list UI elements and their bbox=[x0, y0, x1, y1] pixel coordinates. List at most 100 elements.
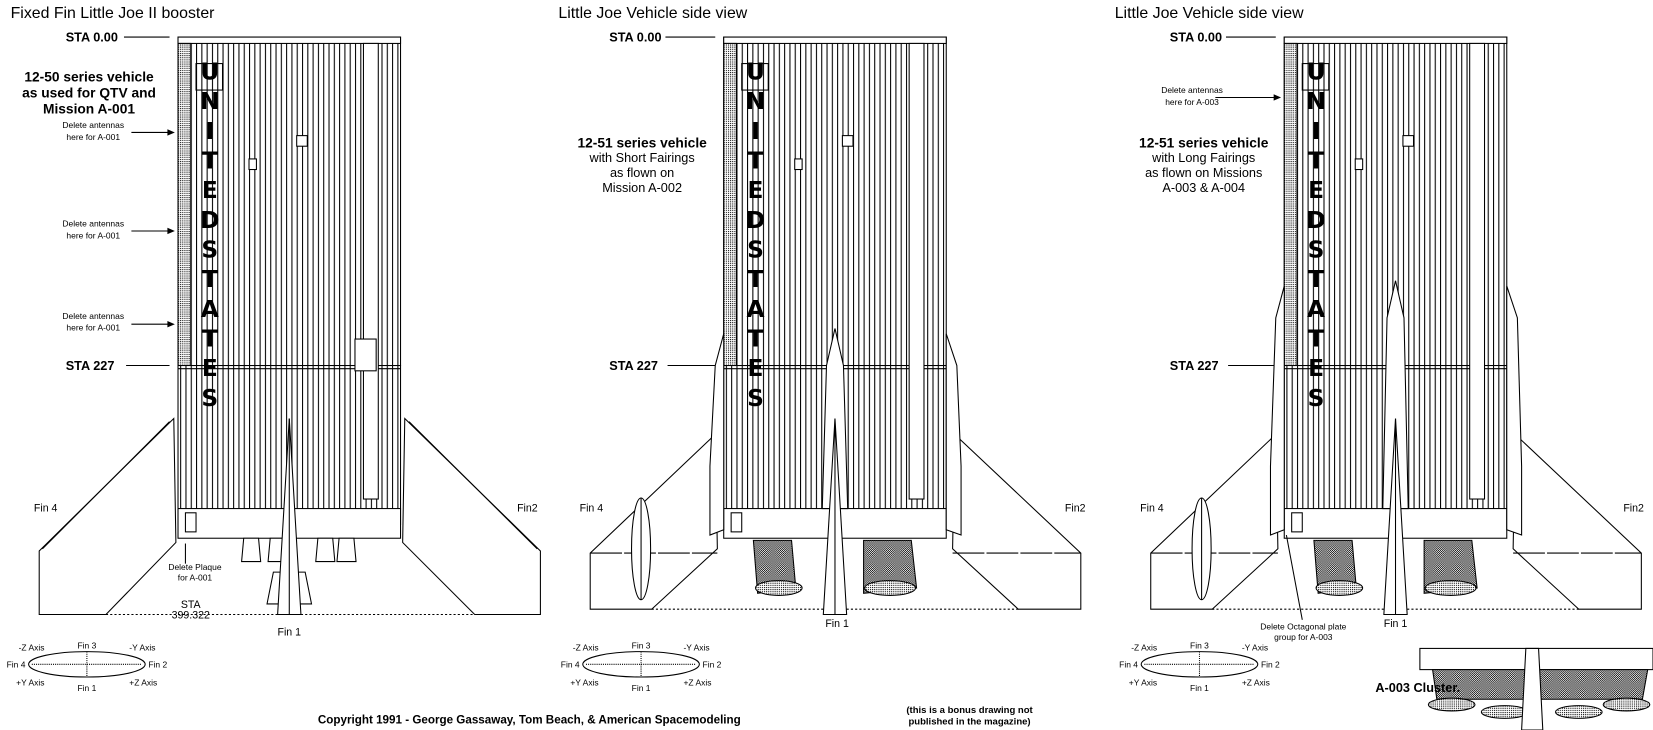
body-lettering-letter: E bbox=[748, 177, 764, 204]
nozzle-exit bbox=[1315, 580, 1364, 596]
antenna-arrowhead bbox=[167, 129, 175, 136]
fin-2 bbox=[402, 417, 541, 616]
antenna-arrowhead bbox=[167, 227, 175, 235]
body-lettering-letter: U bbox=[1307, 58, 1326, 85]
body-lettering-letter: N bbox=[1306, 88, 1326, 115]
nozzle-exit bbox=[754, 580, 803, 596]
body-lettering-letter: S bbox=[201, 385, 218, 412]
fin-4-label: Fin 4 bbox=[1140, 503, 1164, 515]
sta-bottom-label: STA bbox=[181, 599, 202, 611]
axis-label: Fin 2 bbox=[148, 659, 167, 669]
sta-227-label: STA 227 bbox=[66, 358, 115, 373]
fin-4 bbox=[589, 433, 718, 610]
axis-label: -Y Axis bbox=[1242, 643, 1268, 653]
sta-top-label: STA 0.00 bbox=[66, 29, 118, 44]
body-lettering-letter: I bbox=[205, 118, 214, 145]
access-plate bbox=[1354, 158, 1364, 171]
body-lettering-letter: E bbox=[748, 355, 764, 382]
sta-227-label: STA 227 bbox=[609, 358, 658, 373]
plaque-note: for A-001 bbox=[178, 573, 213, 583]
antenna-note: Delete antennas bbox=[62, 120, 124, 130]
plaque-note: Delete Plaque bbox=[168, 562, 221, 572]
body-lettering-letter: E bbox=[1308, 355, 1324, 382]
panel-3-labels: Little Joe Vehicle side view STA 0.00 ST… bbox=[1115, 5, 1644, 695]
lettering-box bbox=[1301, 63, 1330, 91]
body-lettering-letter: E bbox=[202, 177, 218, 204]
fin-2-label: Fin2 bbox=[1065, 503, 1086, 515]
series-desc-2: Mission A-001 bbox=[43, 101, 135, 116]
axis-label: +Y Axis bbox=[1129, 678, 1157, 688]
body-lettering-letter: T bbox=[1308, 266, 1324, 293]
body-lettering-letter: E bbox=[1308, 177, 1324, 204]
antenna-note: here for A-001 bbox=[66, 323, 120, 333]
panel-1-labels: Fixed Fin Little Joe II booster STA 0.00… bbox=[11, 5, 538, 639]
cable-raceway bbox=[362, 42, 379, 500]
body-lettering-letter: D bbox=[1306, 207, 1325, 234]
body-lettering-letter: A bbox=[1307, 296, 1325, 323]
body-lettering-letter: T bbox=[1308, 147, 1324, 174]
lettering-box bbox=[741, 63, 769, 91]
fin-2 bbox=[952, 433, 1082, 610]
body-lettering-letter: T bbox=[1308, 325, 1324, 352]
antenna-note: here for A-003 bbox=[1165, 97, 1219, 107]
body-lettering-letter: T bbox=[748, 266, 764, 293]
axis-label: +Z Axis bbox=[129, 678, 157, 688]
body-lettering-letter: S bbox=[1308, 385, 1325, 412]
panel-title: Fixed Fin Little Joe II booster bbox=[11, 5, 216, 22]
body-lettering-letter: T bbox=[202, 266, 218, 293]
series-desc-2: as flown on bbox=[610, 165, 674, 180]
sta-top-label: STA 0.00 bbox=[1170, 29, 1222, 44]
fin-4 bbox=[38, 417, 177, 616]
top-ring bbox=[177, 36, 402, 44]
panel-title: Little Joe Vehicle side view bbox=[558, 5, 747, 22]
cable-raceway bbox=[1469, 42, 1486, 500]
left-fairing bbox=[709, 333, 725, 536]
sta-bottom-value: 399.322 bbox=[172, 610, 210, 622]
octagonal-note: group for A-003 bbox=[1274, 632, 1333, 642]
body-shade-left bbox=[1283, 42, 1298, 367]
body-lettering-letter: T bbox=[748, 325, 764, 352]
antenna-note: here for A-001 bbox=[66, 230, 120, 240]
axis-label: -Z Axis bbox=[573, 643, 599, 653]
fin-edge bbox=[408, 421, 538, 550]
cluster-fin-1 bbox=[1521, 647, 1544, 730]
antenna-note: here for A-001 bbox=[66, 132, 120, 142]
series-desc-1: with Long Fairings bbox=[1151, 150, 1255, 165]
bonus-note: (this is a bonus drawing not bbox=[906, 705, 1033, 716]
axis-label: -Z Axis bbox=[1131, 643, 1157, 653]
axis-label: -Y Axis bbox=[129, 643, 155, 653]
body-lettering-letter: N bbox=[746, 88, 766, 115]
body-lettering-letter: U bbox=[746, 58, 765, 85]
series-label: 12-51 series vehicle bbox=[577, 135, 707, 150]
axis-label: +Y Axis bbox=[570, 678, 598, 688]
sta-top-label: STA 0.00 bbox=[609, 29, 661, 44]
copyright: Copyright 1991 - George Gassaway, Tom Be… bbox=[318, 714, 741, 727]
access-plate bbox=[248, 158, 257, 171]
body-lettering-letter: E bbox=[202, 355, 218, 382]
axis-label: +Z Axis bbox=[1242, 678, 1270, 688]
octagonal-leader bbox=[1285, 534, 1303, 620]
axis-label: Fin 1 bbox=[632, 683, 651, 693]
panel-2-labels: Little Joe Vehicle side view STA 0.00 ST… bbox=[558, 5, 1085, 630]
fin-1-label: Fin 1 bbox=[825, 618, 849, 630]
nozzle-right bbox=[863, 539, 918, 594]
body-lettering-letter: A bbox=[746, 296, 764, 323]
axis-label: +Z Axis bbox=[683, 678, 711, 688]
body-lettering-letter: A bbox=[201, 296, 219, 323]
axis-label: Fin 3 bbox=[1190, 640, 1209, 650]
fin-2-label: Fin2 bbox=[517, 503, 538, 515]
left-fairing bbox=[1269, 285, 1285, 536]
cluster-nozzle bbox=[1427, 697, 1476, 712]
fin-4-label: Fin 4 bbox=[580, 503, 604, 515]
body-lettering-letter: U bbox=[200, 58, 219, 85]
cluster-label: A-003 Cluster. bbox=[1375, 680, 1460, 695]
axis-label: +Y Axis bbox=[16, 678, 44, 688]
antenna-note: Delete antennas bbox=[62, 219, 124, 229]
fin-edge bbox=[42, 421, 170, 550]
